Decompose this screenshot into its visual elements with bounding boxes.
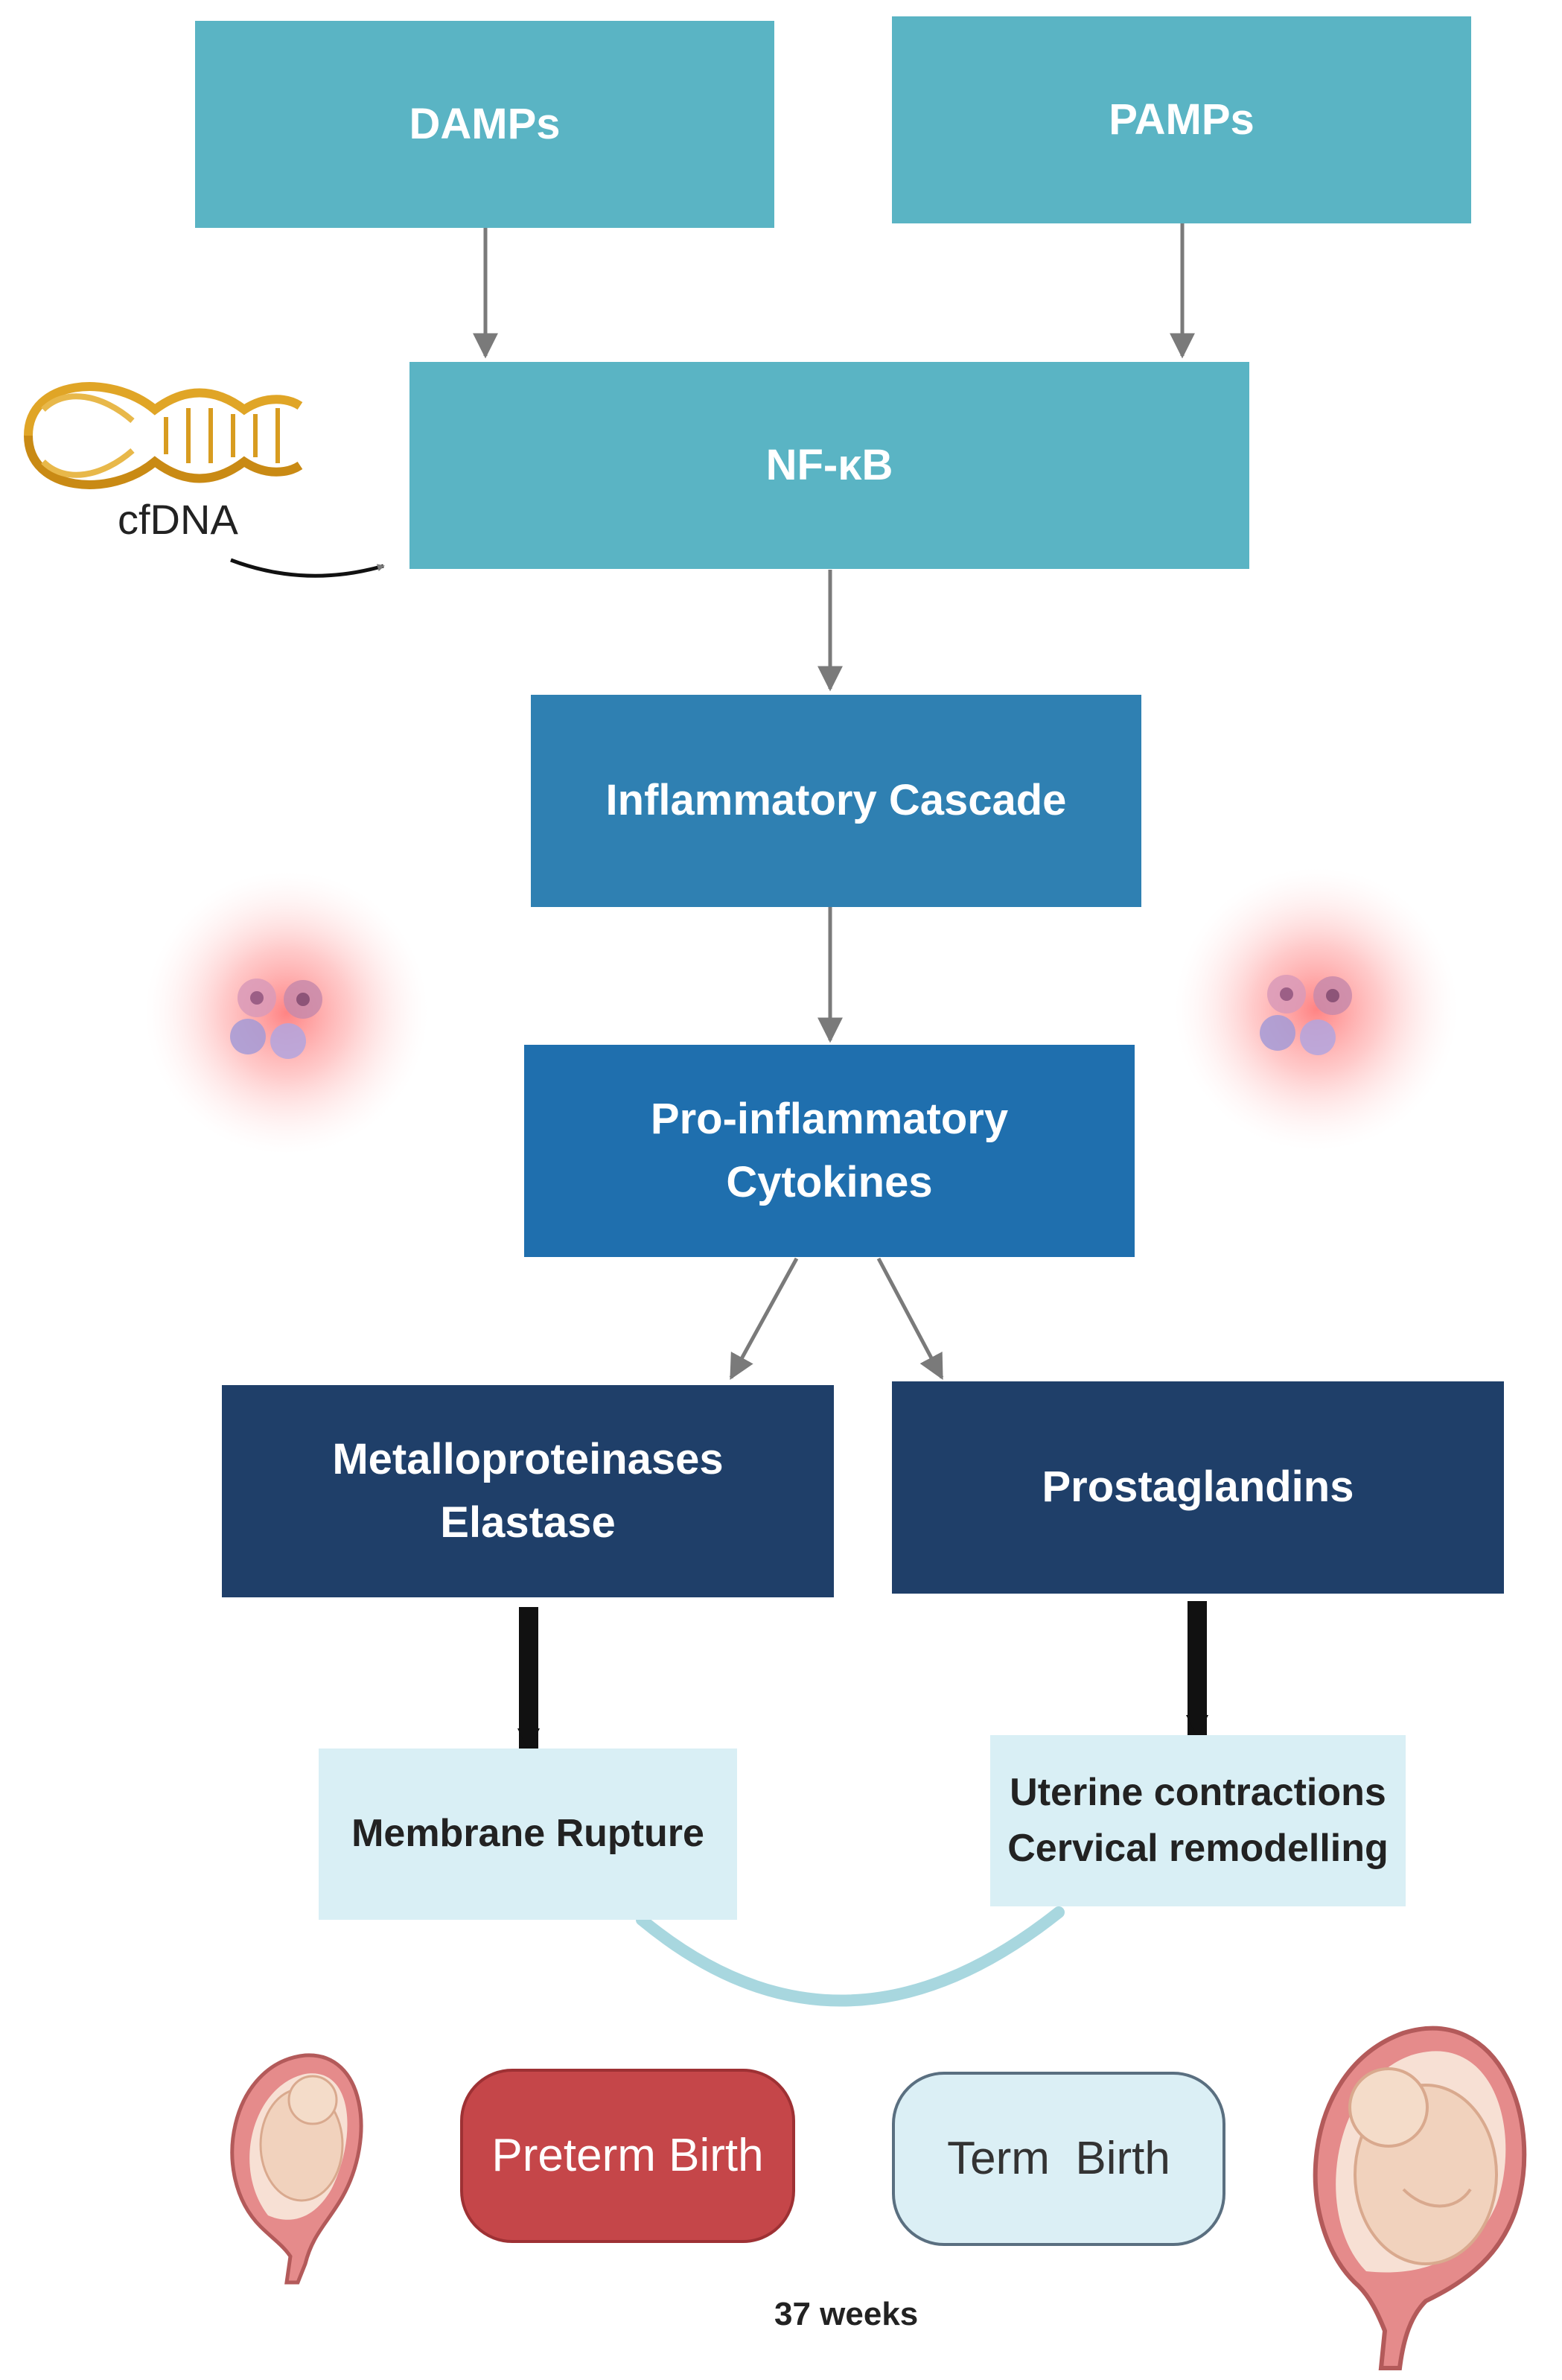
pro-inflammatory-cytokines-node: Pro-inflammatory Cytokines: [524, 1045, 1135, 1257]
immune-cells-icon: [1175, 868, 1458, 1151]
preterm-birth-node: Preterm Birth: [460, 2069, 795, 2243]
membrane-rupture-node: Membrane Rupture: [319, 1749, 737, 1920]
fetus-in-uterus-icon: [230, 2053, 363, 2285]
arrow-cytokines-prostaglandins: [876, 1257, 944, 1381]
fetus-in-uterus-icon: [1313, 2026, 1527, 2370]
metalloproteinases-node: Metalloproteinases Elastase: [222, 1385, 834, 1597]
prostaglandins-node: Prostaglandins: [892, 1381, 1504, 1594]
immune-cells-icon: [145, 871, 428, 1154]
dna-icon: [24, 382, 303, 489]
connecting-arc: [636, 1906, 1065, 2007]
damps-node: DAMPs: [195, 21, 774, 228]
arrow-cfdna-nfkb: [230, 558, 385, 578]
term-birth-node: Term Birth: [892, 2072, 1225, 2246]
gestation-weeks-label: 37 weeks: [774, 2296, 919, 2332]
arrow-cytokines-metallo: [729, 1257, 799, 1380]
nfkb-node: NF-κB: [409, 362, 1249, 569]
uterine-contractions-node: Uterine contractions Cervical remodellin…: [990, 1735, 1406, 1906]
cfdna-label: cfDNA: [118, 496, 238, 543]
inflammatory-cascade-node: Inflammatory Cascade: [531, 695, 1141, 907]
pamps-node: PAMPs: [892, 16, 1471, 223]
